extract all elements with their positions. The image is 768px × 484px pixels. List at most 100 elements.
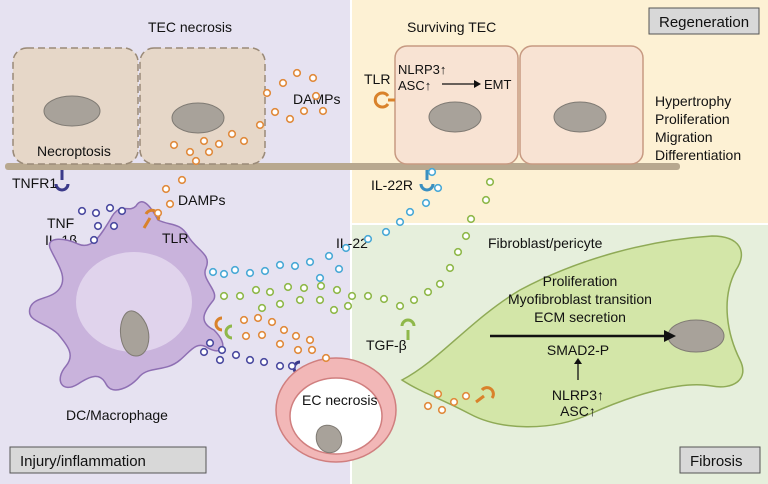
tlr-mid-label: TLR (162, 230, 188, 246)
cytokine-dot (105, 203, 115, 213)
tnf-label: TNF (47, 215, 74, 231)
fibroblast-cell (400, 235, 744, 428)
damp-dot (253, 313, 263, 323)
cytokine-dot (259, 357, 269, 367)
cytokine-dot (217, 345, 227, 355)
tgfb-dot (251, 285, 261, 295)
fibrosis-label: Fibrosis (690, 453, 743, 470)
surviving-tec-cell-1 (394, 45, 519, 165)
tgfb-dot (379, 294, 389, 304)
regeneration-label: Regeneration (659, 14, 749, 31)
damp-dot (278, 78, 288, 88)
tgfb-dot (235, 291, 245, 301)
signal-dots (77, 68, 495, 415)
fibrosis-label-box: Fibrosis (679, 446, 761, 474)
tgfb-dot (363, 291, 373, 301)
tgfb-dot (435, 279, 445, 289)
effect-migration: Migration (655, 129, 713, 145)
damp-dot (311, 91, 321, 101)
tgfb-dot (283, 282, 293, 292)
damp-dot (307, 345, 317, 355)
damp-dot (161, 184, 171, 194)
fib-effect-ecm: ECM secretion (534, 309, 626, 325)
damp-dot (449, 397, 459, 407)
damp-dot (199, 136, 209, 146)
damp-dot (227, 129, 237, 139)
tgfb-dot (316, 281, 326, 291)
il22-dot (315, 273, 325, 283)
tgfb-dot (295, 295, 305, 305)
fibroblast-effects: Proliferation Myofibroblast transition E… (508, 273, 652, 325)
injury-label-box: Injury/inflammation (9, 446, 207, 474)
dc-macrophage-label: DC/Macrophage (66, 407, 168, 423)
necrotic-tec-cell-2 (139, 47, 266, 165)
tgfb-dot (395, 301, 405, 311)
damp-dot (292, 68, 302, 78)
regeneration-label-box: Regeneration (648, 7, 760, 35)
tgfb-dot (445, 263, 455, 273)
injury-label: Injury/inflammation (20, 453, 146, 470)
fib-effect-proliferation: Proliferation (543, 273, 618, 289)
damp-dot (275, 339, 285, 349)
damp-dot (204, 147, 214, 157)
tgfb-dot (329, 305, 339, 315)
tgfb-dot (265, 287, 275, 297)
il22-dot (230, 265, 240, 275)
tgfb-dot (485, 177, 495, 187)
emt-label: EMT (484, 77, 512, 92)
tgfb-dot (453, 247, 463, 257)
tgfb-dot (347, 291, 357, 301)
damp-dot (285, 114, 295, 124)
tgfb-receptor (400, 318, 416, 340)
asc-bottom-label: ASC↑ (560, 403, 596, 419)
il22r-label: IL-22R (371, 177, 413, 193)
surviving-tec-label: Surviving TEC (407, 19, 496, 35)
il22-dot (433, 183, 443, 193)
cytokine-dot (91, 208, 101, 218)
damp-dot (318, 106, 328, 116)
cytokine-dot (287, 361, 297, 371)
cytokine-dot (215, 355, 225, 365)
damp-dot (305, 335, 315, 345)
il22-dot (324, 251, 334, 261)
dc-macrophage-cell (28, 201, 224, 391)
damp-dot (267, 317, 277, 327)
damp-dot (165, 199, 175, 209)
damp-dot (262, 88, 272, 98)
il22-dot (381, 227, 391, 237)
damp-dot (241, 331, 251, 341)
fibroblast-label: Fibroblast/pericyte (488, 235, 603, 251)
tgfb-dot (461, 231, 471, 241)
cytokine-dot (205, 338, 215, 348)
tgfb-dot (315, 295, 325, 305)
cytokine-dot (245, 355, 255, 365)
effect-differentiation: Differentiation (655, 147, 741, 163)
regeneration-effects: Hypertrophy Proliferation Migration Diff… (655, 93, 741, 163)
cytokine-dot (89, 235, 99, 245)
tgfb-dot (299, 283, 309, 293)
il22-dot (363, 234, 373, 244)
damp-dot (185, 147, 195, 157)
ec-necrosis-cell (275, 357, 397, 463)
damp-dot (169, 140, 179, 150)
damp-dot (191, 156, 201, 166)
damp-dot (293, 345, 303, 355)
cytokine-dot (275, 361, 285, 371)
tgfb-dot (409, 295, 419, 305)
basement-membrane (5, 163, 680, 170)
tgfb-dot (275, 299, 285, 309)
cytokine-dot (199, 347, 209, 357)
cytokine-dot (231, 350, 241, 360)
fibroblast-damp-receptor (475, 386, 495, 404)
tgfb-dot (219, 291, 229, 301)
il22-dot (421, 198, 431, 208)
il22-dot (341, 243, 351, 253)
tgfb-dot (257, 303, 267, 313)
il22-dot (334, 264, 344, 274)
damp-dot (239, 315, 249, 325)
il22-dot (290, 261, 300, 271)
ec-necrosis-label: EC necrosis (302, 392, 377, 408)
necroptosis-label: Necroptosis (37, 143, 111, 159)
